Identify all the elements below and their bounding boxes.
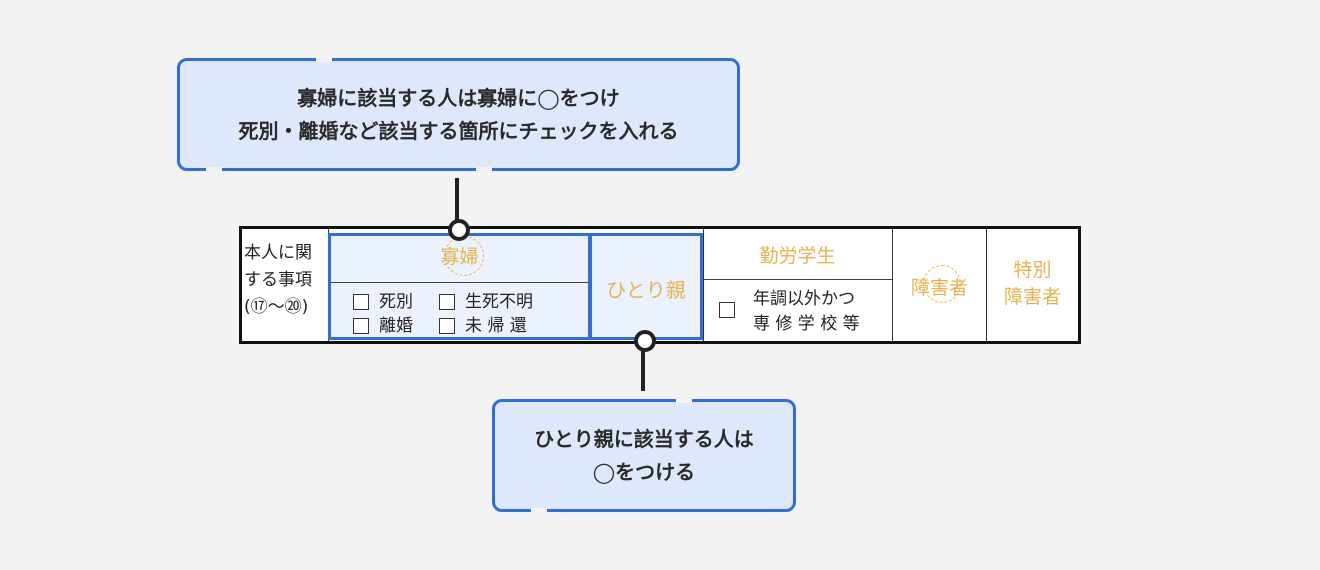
connector-dot-widow — [448, 219, 470, 241]
working-student-field[interactable]: 勤労学生 年調以外かつ 専 修 学 校 等 — [703, 229, 892, 341]
option-unknown-label: 生死不明 — [465, 292, 533, 312]
tax-form-personal-section: 本人に関 する事項 (⑰〜⑳) 寡婦 死別生死不明 離婚未 帰 還 ひとり親 勤… — [239, 226, 1081, 344]
option-death-checkbox[interactable] — [353, 294, 369, 310]
working-student-title: 勤労学生 — [759, 245, 836, 267]
single-parent-field[interactable]: ひとり親 — [589, 233, 703, 340]
connector-single-parent — [641, 350, 645, 391]
connector-dot-single-parent — [634, 330, 656, 352]
disabled-stamp-circle — [923, 265, 961, 303]
working-student-option-line1: 年調以外かつ — [753, 289, 855, 309]
callout-single-parent: ひとり親に該当する人は ◯をつける — [492, 399, 796, 512]
section-header-line1: 本人に関 — [244, 243, 312, 263]
widow-field[interactable]: 寡婦 死別生死不明 離婚未 帰 還 — [328, 233, 591, 340]
special-disabled-field[interactable]: 特別 障害者 — [987, 229, 1078, 341]
widow-stamp-circle — [444, 236, 484, 276]
option-unreturned-checkbox[interactable] — [439, 318, 455, 334]
section-header-line2: する事項 — [244, 270, 312, 290]
callout-widow-line2: 死別・離婚など該当する箇所にチェックを入れる — [238, 118, 679, 143]
callout-border-gap — [476, 167, 492, 171]
working-student-option-line2: 専 修 学 校 等 — [753, 314, 860, 334]
callout-border-gap — [206, 167, 222, 171]
disabled-field[interactable]: 障害者 — [893, 229, 986, 341]
callout-widow: 寡婦に該当する人は寡婦に◯をつけ 死別・離婚など該当する箇所にチェックを入れる — [177, 58, 740, 171]
special-disabled-title-line1: 特別 — [1013, 259, 1052, 281]
option-divorce-label: 離婚 — [379, 316, 413, 336]
option-death-label: 死別 — [379, 292, 413, 312]
option-unknown-checkbox[interactable] — [439, 294, 455, 310]
callout-border-gap — [676, 399, 692, 403]
working-student-checkbox[interactable] — [719, 302, 735, 318]
option-divorce-checkbox[interactable] — [353, 318, 369, 334]
option-unreturned-label: 未 帰 還 — [465, 316, 527, 336]
connector-widow — [455, 178, 459, 224]
callout-border-gap — [531, 508, 547, 512]
callout-border-gap — [316, 58, 332, 62]
single-parent-title: ひとり親 — [606, 278, 686, 302]
callout-single-parent-line1: ひとり親に該当する人は — [534, 426, 754, 451]
callout-widow-line1: 寡婦に該当する人は寡婦に◯をつけ — [297, 85, 620, 110]
section-header-line3: (⑰〜⑳) — [244, 297, 309, 317]
section-header: 本人に関 する事項 (⑰〜⑳) — [244, 232, 326, 340]
callout-single-parent-line2: ◯をつける — [592, 459, 696, 484]
special-disabled-title-line2: 障害者 — [1003, 286, 1061, 308]
